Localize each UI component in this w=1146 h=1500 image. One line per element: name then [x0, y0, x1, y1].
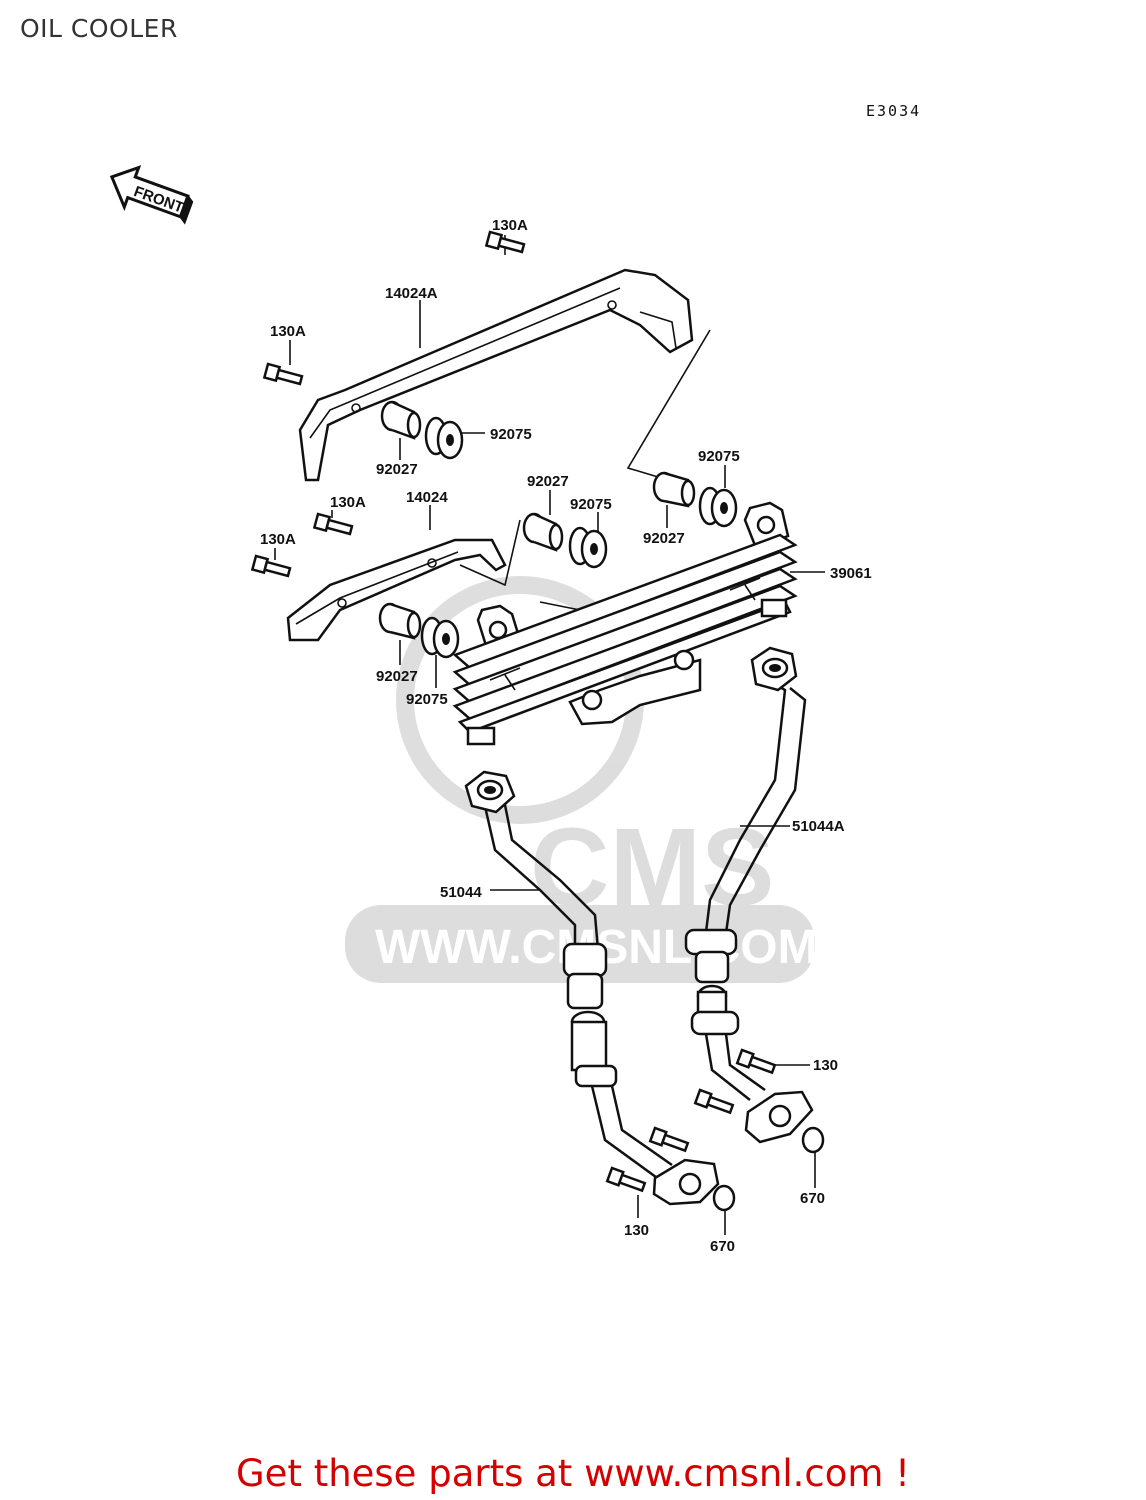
bolt-icon — [312, 512, 354, 536]
grommet-icon — [698, 486, 738, 528]
callout-bracket-upper: 14024A — [385, 285, 438, 302]
bolt-icon — [648, 1126, 690, 1153]
oil-pipe-left — [464, 770, 736, 1212]
callout-grommet-lower-left: 92075 — [406, 691, 448, 708]
collar-icon — [380, 400, 422, 440]
page-title: OIL COOLER — [20, 14, 178, 43]
callout-bolt-lower-left: 130A — [260, 531, 296, 548]
promo-banner[interactable]: Get these parts at www.cmsnl.com ! — [235, 1452, 910, 1495]
watermark-logo: CMS — [530, 806, 774, 929]
callout-grommet-upper-left: 92075 — [490, 426, 532, 443]
callout-collar-lower-left: 92027 — [376, 668, 418, 685]
callout-bolt-upper-left: 130A — [270, 323, 306, 340]
grommet-icon — [420, 616, 460, 659]
bolt-icon — [735, 1048, 777, 1075]
callout-bolt-top: 130A — [492, 217, 528, 234]
bolt-icon — [484, 230, 526, 254]
diagram-reference: E3034 — [866, 102, 921, 120]
grommet-icon — [568, 526, 608, 569]
collar-icon — [522, 512, 564, 552]
bolt-icon — [693, 1088, 735, 1115]
collar-icon — [378, 602, 422, 640]
lower-bracket — [286, 538, 507, 642]
bolt-icon — [262, 362, 304, 386]
callout-collar-upper-left: 92027 — [376, 461, 418, 478]
callout-collar-middle: 92027 — [527, 473, 569, 490]
upper-bracket — [298, 268, 694, 482]
callout-cooler: 39061 — [830, 565, 872, 582]
grommet-icon — [424, 416, 464, 460]
front-arrow-icon: FRONT — [109, 165, 194, 225]
oil-pipe-right — [684, 646, 825, 1154]
bolt-icon — [605, 1166, 647, 1193]
callout-collar-upper-right: 92027 — [643, 530, 685, 547]
callout-pipe-right: 51044A — [792, 818, 845, 835]
callout-oring-right: 670 — [800, 1190, 825, 1207]
callout-grommet-middle: 92075 — [570, 496, 612, 513]
callout-pipe-left: 51044 — [440, 884, 482, 901]
callout-oring-left: 670 — [710, 1238, 735, 1255]
callout-bolt-right-pipe: 130 — [813, 1057, 838, 1074]
callout-grommet-upper-right: 92075 — [698, 448, 740, 465]
callout-bolt-middle: 130A — [330, 494, 366, 511]
oil-cooler-core — [452, 501, 798, 746]
bolt-icon — [250, 554, 292, 578]
collar-icon — [652, 471, 696, 508]
callout-bolt-left-pipe: 130 — [624, 1222, 649, 1239]
callout-bracket-lower: 14024 — [406, 489, 448, 506]
